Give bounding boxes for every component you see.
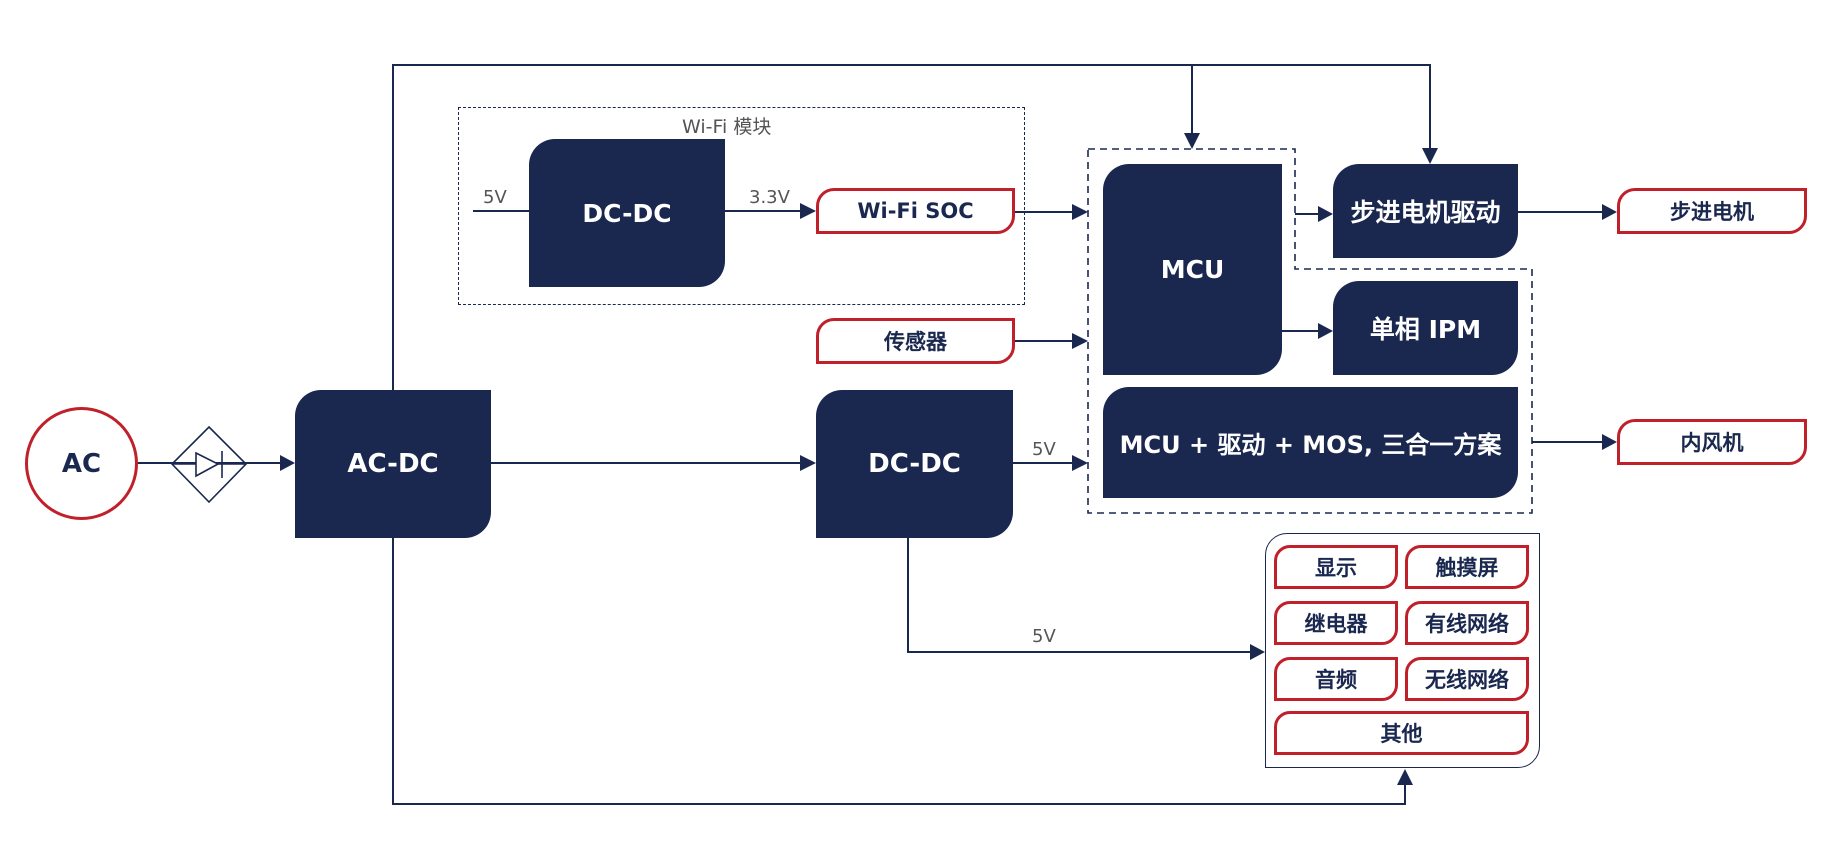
peripheral-label: 无线网络 <box>1425 668 1509 692</box>
ac-source-label: AC <box>61 448 102 479</box>
peripheral-label: 有线网络 <box>1425 612 1509 636</box>
mcu-label: MCU <box>1160 255 1225 284</box>
three-in-one-label: MCU + 驱动 + MOS, 三合一方案 <box>1119 431 1502 459</box>
mcu-region-outline <box>1087 148 1533 514</box>
indoor-fan-block: 内风机 <box>1617 419 1807 465</box>
stepper-motor-block: 步进电机 <box>1617 188 1807 234</box>
stepper-driver-block: 步进电机驱动 <box>1333 164 1518 258</box>
single-phase-ipm-label: 单相 IPM <box>1369 315 1482 344</box>
wifi-input-voltage: 5V <box>483 187 507 208</box>
wifi-module-title: Wi-Fi 模块 <box>682 116 772 138</box>
arrow-head <box>1602 434 1617 450</box>
main-dc-dc-block: DC-DC <box>816 390 1013 538</box>
peripherals-panel <box>1265 533 1540 768</box>
arrow-head <box>1602 204 1617 220</box>
wire-dcdc-peripherals <box>907 538 1250 653</box>
ac-dc-label: AC-DC <box>347 449 439 479</box>
peripheral-label: 音频 <box>1315 668 1357 692</box>
three-in-one-block: MCU + 驱动 + MOS, 三合一方案 <box>1103 387 1518 498</box>
dc-dc-to-mcu-voltage: 5V <box>1032 439 1056 460</box>
wire-bottom-bus <box>392 538 1406 805</box>
peripheral-display: 显示 <box>1274 545 1398 589</box>
peripheral-touchscreen: 触摸屏 <box>1405 545 1529 589</box>
peripheral-relay: 继电器 <box>1274 601 1398 645</box>
wire-top-bus <box>392 64 1431 390</box>
peripheral-audio: 音频 <box>1274 657 1398 701</box>
arrow-head <box>1318 206 1333 222</box>
arrow-head <box>1072 333 1088 349</box>
ac-dc-block: AC-DC <box>295 390 491 538</box>
peripheral-wired-network: 有线网络 <box>1405 601 1529 645</box>
arrow-head <box>1318 323 1333 339</box>
wifi-module-outline <box>458 107 1025 305</box>
ac-source: AC <box>25 407 138 520</box>
peripheral-label: 其他 <box>1380 722 1423 746</box>
arrow-head <box>800 203 816 219</box>
arrow-head <box>1072 204 1088 220</box>
peripheral-other: 其他 <box>1274 711 1529 755</box>
wifi-soc-block: Wi-Fi SOC <box>816 188 1015 234</box>
wifi-soc-label: Wi-Fi SOC <box>857 199 974 223</box>
mcu-block: MCU <box>1103 164 1282 375</box>
arrow-head <box>1397 769 1413 785</box>
stepper-motor-label: 步进电机 <box>1670 200 1754 224</box>
arrow-head <box>1422 148 1438 164</box>
single-phase-ipm-block: 单相 IPM <box>1333 281 1518 375</box>
peripheral-label: 显示 <box>1315 556 1357 580</box>
wifi-output-voltage: 3.3V <box>749 187 790 208</box>
peripheral-wireless-network: 无线网络 <box>1405 657 1529 701</box>
wifi-dc-dc-label: DC-DC <box>582 198 672 228</box>
wifi-dc-dc-block: DC-DC <box>529 139 725 287</box>
diode-bridge-icon <box>170 425 248 504</box>
arrow-head <box>280 455 295 471</box>
sensor-block: 传感器 <box>816 318 1015 364</box>
arrow-head <box>1250 644 1265 660</box>
sensor-label: 传感器 <box>884 330 947 354</box>
indoor-fan-label: 内风机 <box>1680 431 1744 455</box>
stepper-driver-label: 步进电机驱动 <box>1350 198 1501 227</box>
arrow-head <box>1072 455 1088 471</box>
arrow-head <box>800 455 816 471</box>
arrow-head <box>1184 133 1200 149</box>
dc-dc-to-peripherals-voltage: 5V <box>1032 626 1056 647</box>
peripheral-label: 触摸屏 <box>1435 556 1499 580</box>
main-dc-dc-label: DC-DC <box>868 449 961 479</box>
peripheral-label: 继电器 <box>1304 612 1368 636</box>
